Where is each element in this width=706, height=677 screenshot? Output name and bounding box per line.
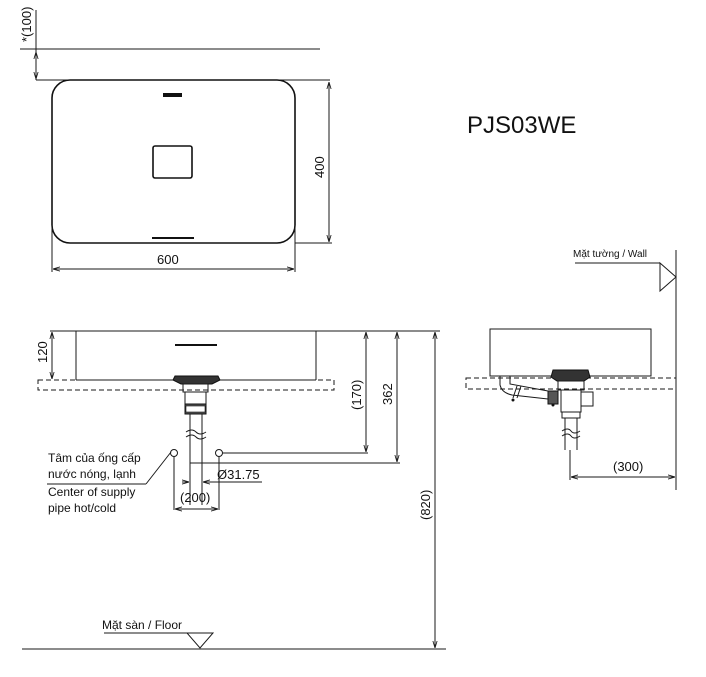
dim-total-height: (820)	[418, 490, 433, 520]
supply-label-vi-2: nước nóng, lạnh	[48, 467, 136, 481]
supply-label-en-2: pipe hot/cold	[48, 501, 116, 515]
floor-label: Mặt sàn / Floor	[102, 618, 182, 632]
dim-width: 600	[157, 252, 179, 267]
dim-basin-height: 120	[35, 341, 50, 363]
front-view: Ø31.75 (200) Tâm của ống cấp nước nóng, …	[22, 330, 446, 650]
dim-drain-height: 362	[380, 383, 395, 405]
model-title: PJS03WE	[467, 112, 576, 139]
dim-depth: 400	[312, 156, 327, 178]
wall-marker-icon	[659, 261, 677, 293]
supply-label-vi-1: Tâm của ống cấp	[48, 451, 141, 465]
dim-setback: *(100)	[19, 7, 34, 42]
side-view: Mặt tường / Wall (300)	[465, 249, 677, 490]
supply-label-en-1: Center of supply	[48, 485, 135, 499]
top-view: *(100) 400 600	[19, 7, 332, 272]
drain-square	[152, 145, 193, 179]
dim-supply-height: (170)	[349, 380, 364, 410]
dim-supply-spacing: (200)	[180, 490, 210, 505]
drain-cap	[172, 375, 221, 385]
wall-label: Mặt tường / Wall	[573, 249, 647, 260]
overflow-slot	[163, 93, 182, 97]
dim-pipe-diameter: Ø31.75	[217, 467, 260, 482]
basin-outline-top	[51, 79, 296, 244]
dim-wall-distance: (300)	[613, 459, 643, 474]
